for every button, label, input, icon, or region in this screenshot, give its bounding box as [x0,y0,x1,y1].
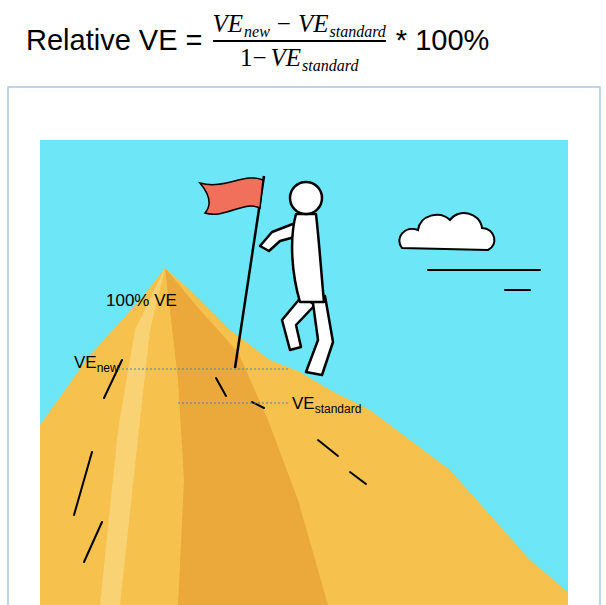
denominator: 1−VEstandard [240,44,358,72]
level-label: VE [292,394,315,414]
operator: − [277,10,291,38]
cloud [399,213,494,250]
formula-lead: Relative VE = [26,24,203,57]
peak-label: 100% VE [106,291,177,311]
label-group: VEstandard [292,394,361,414]
operator: 1− [240,44,267,72]
flag [200,178,263,214]
sketch-lines [74,360,366,562]
numerator: VEnew−VEstandard [213,10,386,38]
variable: VE [298,10,329,38]
mountain-highlight [100,268,165,605]
mountain [40,268,568,605]
wind-lines [428,270,540,290]
fraction-bar [213,40,386,42]
subscript: standard [315,402,362,416]
label-group: 100% VE [106,291,177,311]
fraction: VEnew−VEstandard1−VEstandard [213,10,386,72]
variable: VE [271,44,302,72]
formula: Relative VE =VEnew−VEstandard1−VEstandar… [26,10,489,72]
subscript: standard [302,57,358,75]
frame [8,87,600,605]
formula-tail: * 100% [396,24,490,57]
level-lines [118,369,288,403]
subscript: new [244,23,270,41]
level-label: VE [74,353,97,373]
sky [40,140,568,605]
mountain-shade [165,268,328,605]
label-group: VEnew [74,353,119,373]
variable: VE [213,10,244,38]
climber [260,182,333,375]
subscript: new [97,361,119,375]
subscript: standard [330,23,386,41]
